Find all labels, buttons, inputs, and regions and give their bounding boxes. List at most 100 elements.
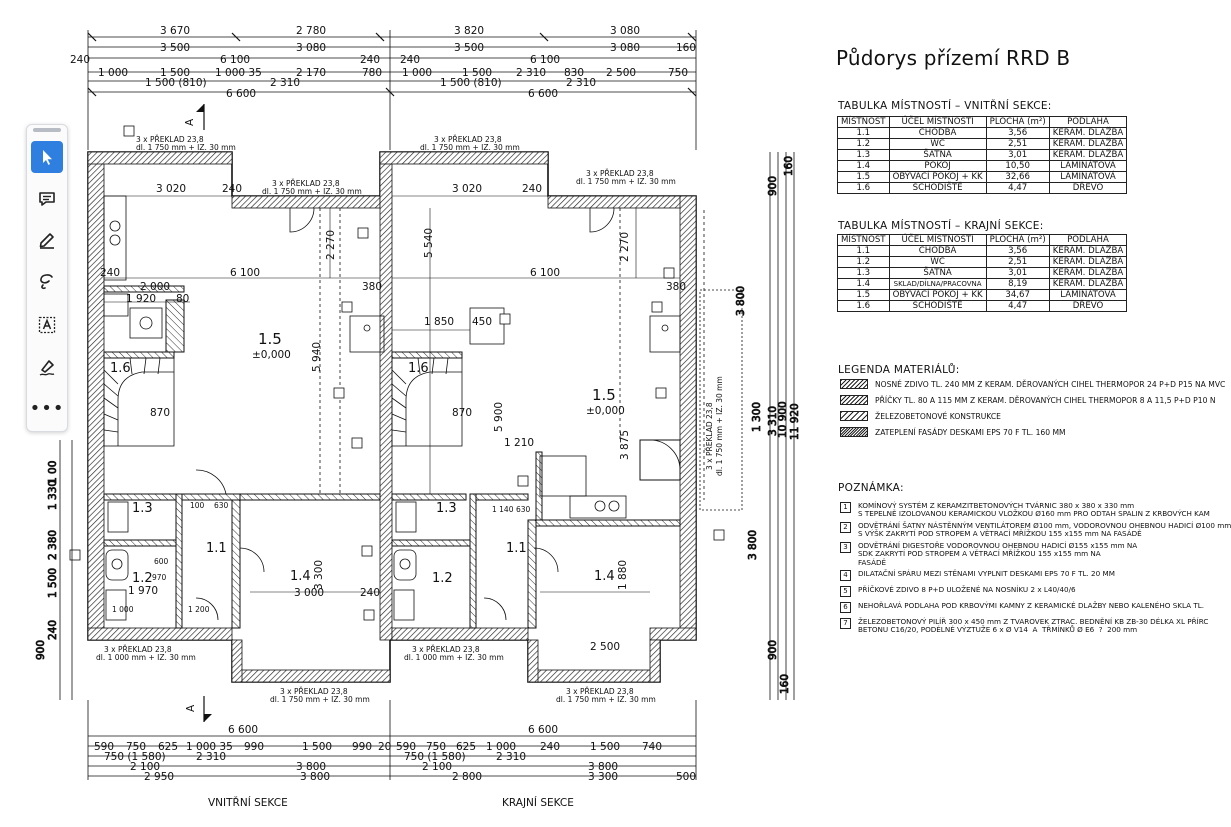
section-letter: A: [185, 704, 197, 712]
left-dimensions: 1 00 1 330 2 380 1 500 240 900: [35, 440, 73, 700]
dim-label: 6 600: [528, 724, 558, 736]
dim-label: 3 080: [296, 42, 326, 54]
interior-dimension-labels: 3 020 240 6 100 2 000 1 920 80 240 2 270…: [100, 183, 686, 653]
legend-item: ŽELEZOBETONOVÉ KONSTRUKCE: [840, 410, 1001, 422]
rooms-left: 1.5 ±0,000 1.6 1.3 1.1 1.2 1.4: [110, 330, 311, 586]
section-label-external: KRAJNÍ SEKCE: [502, 796, 574, 809]
note-text: ODVĚTRÁNÍ ŠATNY NÁSTĚNNÝM VENTILÁTOREM Ø…: [858, 521, 1231, 539]
table-cell: KERAM. DLAŽBA: [1048, 256, 1128, 268]
lintel-sub: dl. 1 000 mm + IZ. 30 mm: [404, 653, 504, 662]
table-cell: LAMINÁTOVÁ: [1048, 171, 1128, 183]
dim-label: 2 100: [422, 761, 452, 773]
dim-label: 830: [564, 67, 584, 79]
col-header: PODLAHA: [1048, 234, 1128, 246]
legend-item: NOSNÉ ZDIVO TL. 240 MM Z KERAM. DĚROVANÝ…: [840, 378, 1225, 390]
col-header: PLOCHA (m²): [985, 234, 1050, 246]
dim-label: 2 310: [270, 77, 300, 89]
pen-tool-button[interactable]: [31, 223, 63, 255]
hatch-swatch: [840, 379, 868, 389]
table-cell: 3,01: [985, 149, 1050, 161]
lintel-label: 3 x PŘEKLAD 23,8: [272, 179, 340, 188]
table-cell: 3,56: [985, 127, 1050, 139]
table-cell: OBÝVACÍ POKOJ + KK: [888, 289, 987, 301]
dim-label: 240: [522, 183, 542, 195]
room-id: 1.6: [408, 361, 429, 376]
dim-label: 1 880: [617, 560, 629, 590]
lasso-tool-button[interactable]: [31, 265, 63, 297]
exterior-walls: [87, 151, 697, 683]
dim-label: 2 170: [296, 67, 326, 79]
dim-label: 1 500: [302, 741, 332, 753]
table-cell: 1.3: [837, 149, 890, 161]
dim-label: 380: [362, 281, 382, 293]
select-tool-button[interactable]: [31, 141, 63, 173]
dim-label: 750: [668, 67, 688, 79]
legend-item: PŘÍČKY TL. 80 A 115 MM Z KERAM. DĚROVANÝ…: [840, 394, 1216, 406]
table-cell: 10,50: [985, 160, 1050, 172]
table-cell: KERAM. DLAŽBA: [1048, 278, 1128, 290]
top-dimensions: [87, 30, 697, 150]
dim-label: 900: [767, 176, 779, 196]
dim-label: 2 950: [144, 771, 174, 783]
table-cell: KERAM. DLAŽBA: [1048, 138, 1128, 150]
legend-text: NOSNÉ ZDIVO TL. 240 MM Z KERAM. DĚROVANÝ…: [875, 379, 1226, 389]
dim-label: 3 800: [300, 771, 330, 783]
rooms-table-external: MÍSTNOST ÚČEL MÍSTNOSTI PLOCHA (m²) PODL…: [837, 234, 1128, 312]
col-header: PLOCHA (m²): [985, 116, 1050, 128]
room-level: ±0,000: [252, 349, 291, 361]
col-header: MÍSTNOST: [837, 234, 890, 246]
dim-label: 2 000: [140, 281, 170, 293]
dim-label: 1 210: [504, 437, 534, 449]
note-number: 1: [840, 502, 851, 513]
dim-label: 450: [472, 316, 492, 328]
toolbar-grip[interactable]: [33, 128, 61, 132]
dim-label: 6 600: [528, 88, 558, 100]
table-cell: SCHODIŠTĚ: [888, 300, 987, 312]
stairs-left: [103, 357, 175, 447]
comment-icon: [39, 192, 55, 206]
table-cell: 1.4: [837, 160, 890, 172]
room-id: 1.6: [110, 361, 131, 376]
dim-label: 2 310: [196, 751, 226, 763]
lintel-sub: dl. 1 000 mm + IZ. 30 mm: [96, 653, 196, 662]
dim-label: 1 000: [112, 605, 134, 614]
lintel-label: 3 x PŘEKLAD 23,8: [586, 169, 654, 178]
dim-label: 870: [452, 407, 472, 419]
table-cell: 32,66: [985, 171, 1050, 183]
more-tools-button[interactable]: •••: [30, 393, 64, 425]
dim-label: 1 970: [128, 585, 158, 597]
lintel-sub: dl. 1 750 mm + IZ. 30 mm: [270, 695, 370, 704]
text-box-icon: [38, 316, 56, 334]
pen-nib-icon: [39, 360, 55, 376]
dim-label: 240: [100, 267, 120, 279]
table-cell: 2,51: [985, 138, 1050, 150]
table-cell: KERAM. DLAŽBA: [1048, 149, 1128, 161]
table-cell: 34,67: [985, 289, 1050, 301]
signature-tool-button[interactable]: [31, 351, 63, 383]
dim-label: 1 00: [47, 461, 59, 484]
dim-label: 2 310: [496, 751, 526, 763]
dim-label: 3 300: [313, 560, 325, 590]
room-id: 1.4: [290, 569, 311, 584]
table-cell: 3,01: [985, 267, 1050, 279]
dim-label: 1 500: [160, 67, 190, 79]
comment-tool-button[interactable]: [31, 183, 63, 215]
dim-label: 1 000: [98, 67, 128, 79]
col-header: PODLAHA: [1048, 116, 1128, 128]
dim-label: 3 800: [296, 761, 326, 773]
page-title: Půdorys přízemí RRD B: [836, 46, 1071, 70]
dim-label: 240: [70, 54, 90, 66]
dim-label: 6 600: [226, 88, 256, 100]
internal-table-heading: TABULKA MÍSTNOSTÍ – VNITŘNÍ SEKCE:: [838, 100, 1052, 112]
dim-label: 900: [767, 640, 779, 660]
text-tool-button[interactable]: [31, 309, 63, 341]
table-cell: 1.1: [837, 245, 890, 257]
table-cell: 1.3: [837, 267, 890, 279]
